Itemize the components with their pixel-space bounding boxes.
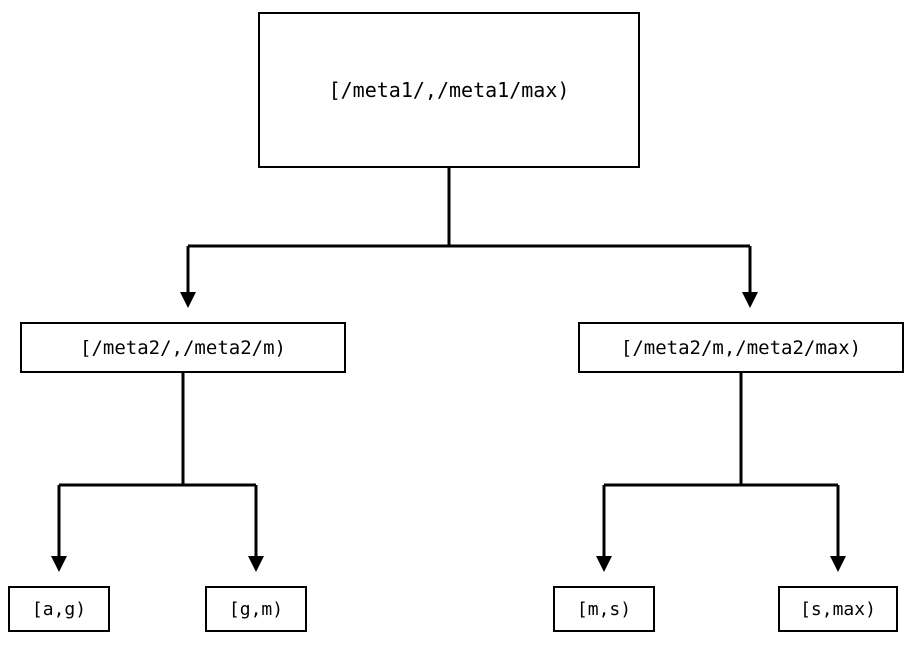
arrowhead-to-mid-left (180, 292, 196, 308)
arrowhead-to-mid-right (742, 292, 758, 308)
node-mid-left-meta2-lower-range[interactable]: [/meta2/,/meta2/m) (20, 322, 346, 373)
node-leaf-s-max[interactable]: [s,max) (778, 586, 898, 632)
node-mid-right-meta2-upper-range[interactable]: [/meta2/m,/meta2/max) (578, 322, 904, 373)
node-leaf-g-m[interactable]: [g,m) (205, 586, 307, 632)
arrowhead-to-leaf-ag (51, 556, 67, 572)
arrowhead-to-leaf-gm (248, 556, 264, 572)
node-root-meta1-range[interactable]: [/meta1/,/meta1/max) (258, 12, 640, 168)
node-leaf-m-s[interactable]: [m,s) (553, 586, 655, 632)
node-leaf-a-g[interactable]: [a,g) (8, 586, 110, 632)
arrowhead-to-leaf-ms (596, 556, 612, 572)
arrowhead-to-leaf-smax (830, 556, 846, 572)
